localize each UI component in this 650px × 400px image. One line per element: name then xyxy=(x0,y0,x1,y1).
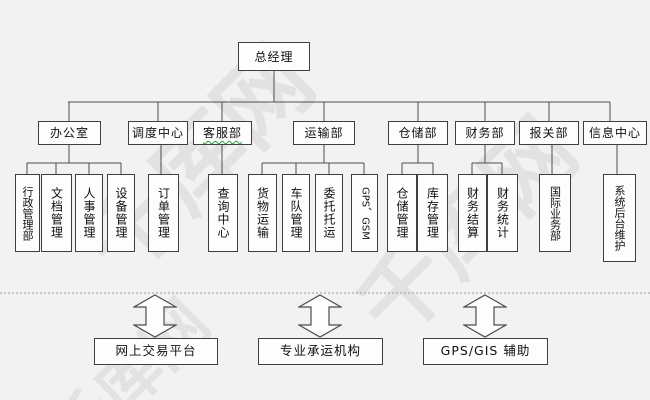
dept-label-customer-service: 客服部 xyxy=(202,126,242,140)
unit-box-international-business: 国际业务部 xyxy=(539,174,571,252)
dept-box-office: 办公室 xyxy=(38,121,101,145)
unit-box-financial-settlement: 财务结算 xyxy=(458,174,487,252)
dept-box-customer-service: 客服部 xyxy=(193,121,252,145)
unit-box-financial-statistics: 财务统计 xyxy=(487,174,518,252)
unit-box-gps-gsm: GPS、GSM xyxy=(351,174,378,252)
unit-box-inventory-management: 库存管理 xyxy=(417,174,448,252)
unit-box-admin-management: 行政管理部 xyxy=(15,174,40,252)
unit-box-fleet-management: 车队管理 xyxy=(282,174,310,252)
unit-box-consigned-shipping: 委托托运 xyxy=(315,174,343,252)
unit-box-hr-management: 人事管理 xyxy=(75,174,103,252)
bottom-box-gps-gis-assist: GPS/GIS 辅助 xyxy=(423,338,548,365)
double-arrow-icon xyxy=(463,294,507,338)
double-arrow-icon xyxy=(133,294,177,338)
unit-box-query-center: 查询中心 xyxy=(208,174,238,252)
dept-box-info-center: 信息中心 xyxy=(583,121,647,145)
root-box-general-manager: 总经理 xyxy=(238,42,310,71)
unit-box-order-management: 订单管理 xyxy=(148,174,179,252)
unit-box-warehouse-management: 仓储管理 xyxy=(387,174,417,252)
unit-box-cargo-transport: 货物运输 xyxy=(248,174,277,252)
dept-box-customs: 报关部 xyxy=(519,121,579,145)
bottom-box-professional-carrier: 专业承运机构 xyxy=(258,338,383,365)
dept-box-transport: 运输部 xyxy=(293,121,355,145)
double-arrow-icon xyxy=(298,294,342,338)
dept-box-dispatch-center: 调度中心 xyxy=(128,121,188,145)
bottom-box-online-trading-platform: 网上交易平台 xyxy=(94,338,218,365)
dept-box-finance: 财务部 xyxy=(455,121,515,145)
dept-box-warehouse: 仓储部 xyxy=(388,121,448,145)
unit-box-document-management: 文档管理 xyxy=(41,174,72,252)
unit-box-system-maintenance: 系统后台维护 xyxy=(603,174,636,262)
unit-box-equipment-management: 设备管理 xyxy=(107,174,135,252)
